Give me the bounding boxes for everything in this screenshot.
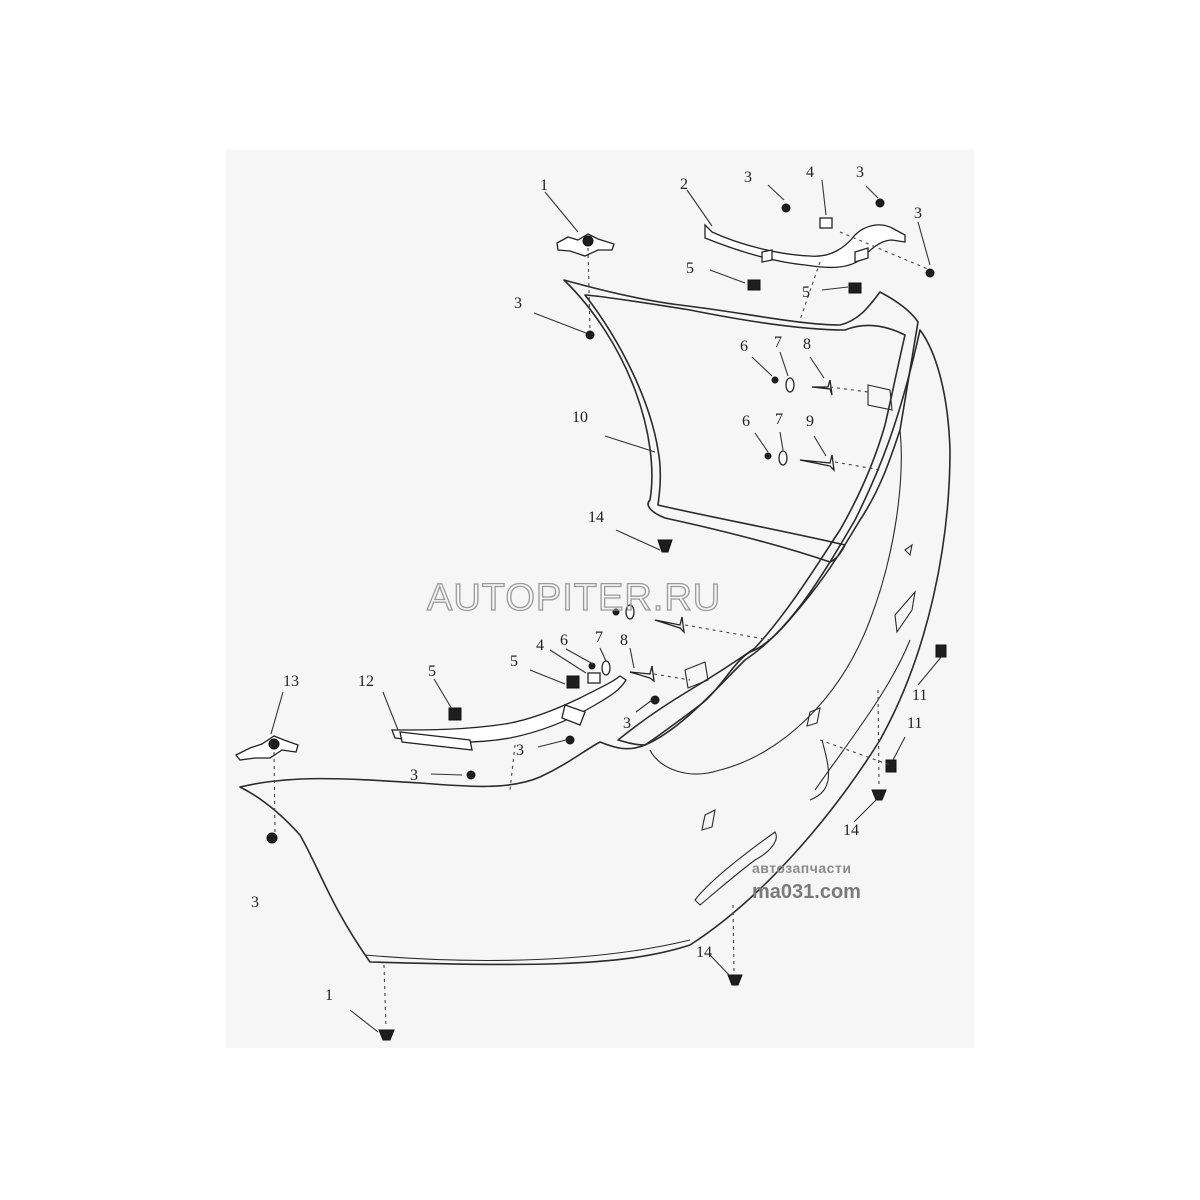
upper-bracket-2 [704,223,906,269]
callout-1: 1 [540,177,548,194]
watermark-domain: ma031.com [752,881,861,903]
side-bracket-1-top [556,233,615,257]
callout-2: 2 [680,176,688,193]
watermark-autopiter: AUTOPITER.RU [427,577,721,619]
callout-3: 3 [623,715,631,732]
callout-7: 7 [774,334,782,351]
callout-14: 14 [696,944,712,961]
callout-6: 6 [560,632,568,649]
watermarks: AUTOPITER.RU автозапчасти ma031.com [426,576,861,903]
callout-4: 4 [806,164,814,181]
callout-8: 8 [803,336,811,353]
bumper-inner-support-10 [563,279,919,746]
callout-13: 13 [283,673,299,690]
watermark-ru-line: автозапчасти [752,860,851,876]
side-bracket-13 [234,735,299,761]
callout-11: 11 [907,715,922,732]
callout-12: 12 [358,673,374,690]
callout-4: 4 [536,637,544,654]
callout-11: 11 [912,687,927,704]
callout-5: 5 [802,284,810,301]
callout-3: 3 [410,767,418,784]
callout-7: 7 [775,411,783,428]
callout-9: 9 [806,413,814,430]
lower-bracket-12 [391,675,627,751]
callout-5: 5 [510,653,518,670]
callout-8: 8 [620,632,628,649]
callout-3: 3 [516,742,524,759]
callout-5: 5 [686,260,694,277]
callout-3: 3 [914,205,922,222]
callout-7: 7 [595,629,603,646]
callout-5: 5 [428,663,436,680]
callout-labels: 1 1 2 3 3 3 3 3 3 3 3 4 4 5 5 5 5 6 6 6 … [251,164,927,1004]
callout-10: 10 [572,409,588,426]
callout-14: 14 [843,822,859,839]
leader-lines [270,179,943,1033]
callout-6: 6 [740,338,748,355]
diagram-background [226,150,974,1048]
callout-3: 3 [856,164,864,181]
callout-1: 1 [325,987,333,1004]
callout-3: 3 [744,169,752,186]
callout-6: 6 [742,413,750,430]
callout-3: 3 [514,295,522,312]
assembly-lines [273,231,931,1029]
callout-3: 3 [251,894,259,911]
bumper-cover [239,329,951,966]
callout-14: 14 [588,509,604,526]
